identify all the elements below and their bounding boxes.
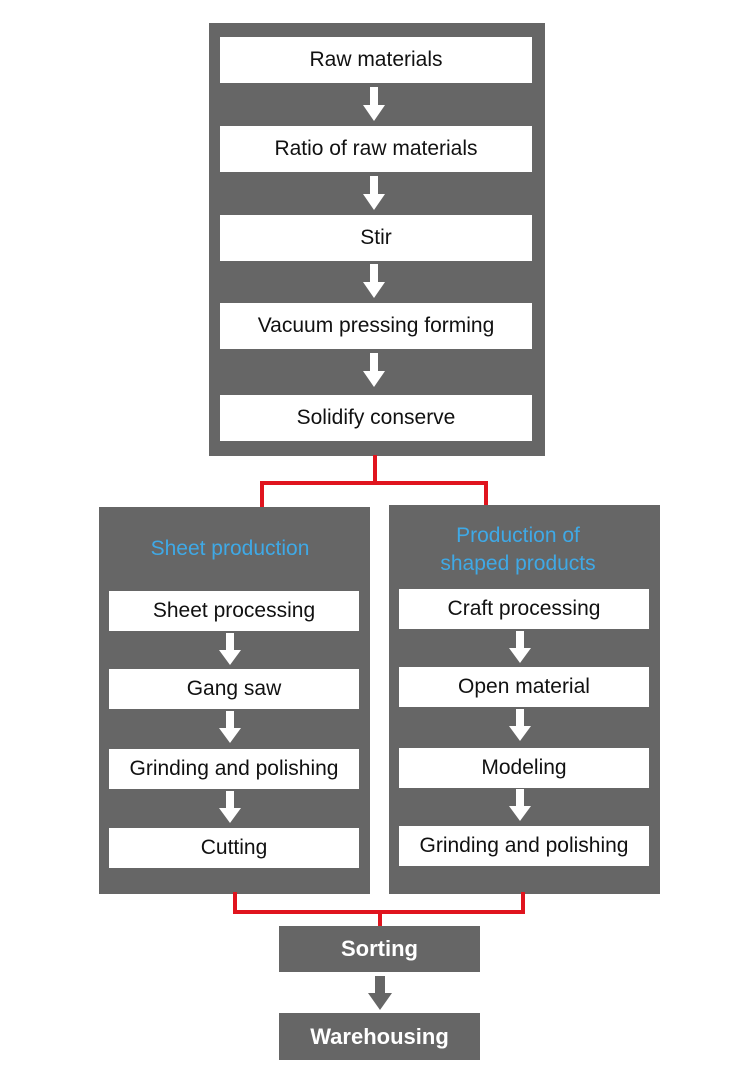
- down-arrow-icon: [509, 631, 531, 663]
- down-arrow-icon: [368, 976, 392, 1010]
- down-arrow-icon: [363, 264, 385, 298]
- down-arrow-icon: [363, 87, 385, 121]
- step-grinding-and-polishing-shaped: Grinding and polishing: [399, 826, 649, 866]
- step-ratio-of-raw-materials: Ratio of raw materials: [220, 126, 532, 172]
- step-stir: Stir: [220, 215, 532, 261]
- step-sorting: Sorting: [279, 926, 480, 972]
- shaped-products-title-line1: Production of: [456, 524, 580, 547]
- down-arrow-icon: [219, 711, 241, 743]
- down-arrow-icon: [363, 353, 385, 387]
- step-cutting: Cutting: [109, 828, 359, 868]
- step-vacuum-pressing-forming: Vacuum pressing forming: [220, 303, 532, 349]
- down-arrow-icon: [219, 791, 241, 823]
- step-sheet-processing: Sheet processing: [109, 591, 359, 631]
- step-modeling: Modeling: [399, 748, 649, 788]
- sheet-production-title: Sheet production: [150, 537, 310, 560]
- step-solidify-conserve: Solidify conserve: [220, 395, 532, 441]
- step-warehousing: Warehousing: [279, 1013, 480, 1060]
- step-open-material: Open material: [399, 667, 649, 707]
- step-raw-materials: Raw materials: [220, 37, 532, 83]
- step-grinding-and-polishing-sheet: Grinding and polishing: [109, 749, 359, 789]
- down-arrow-icon: [219, 633, 241, 665]
- merge-connector: [233, 892, 525, 926]
- split-connector: [260, 455, 488, 507]
- step-craft-processing: Craft processing: [399, 589, 649, 629]
- down-arrow-icon: [509, 789, 531, 821]
- down-arrow-icon: [509, 709, 531, 741]
- step-gang-saw: Gang saw: [109, 669, 359, 709]
- shaped-products-title-line2: shaped products: [440, 552, 596, 575]
- down-arrow-icon: [363, 176, 385, 210]
